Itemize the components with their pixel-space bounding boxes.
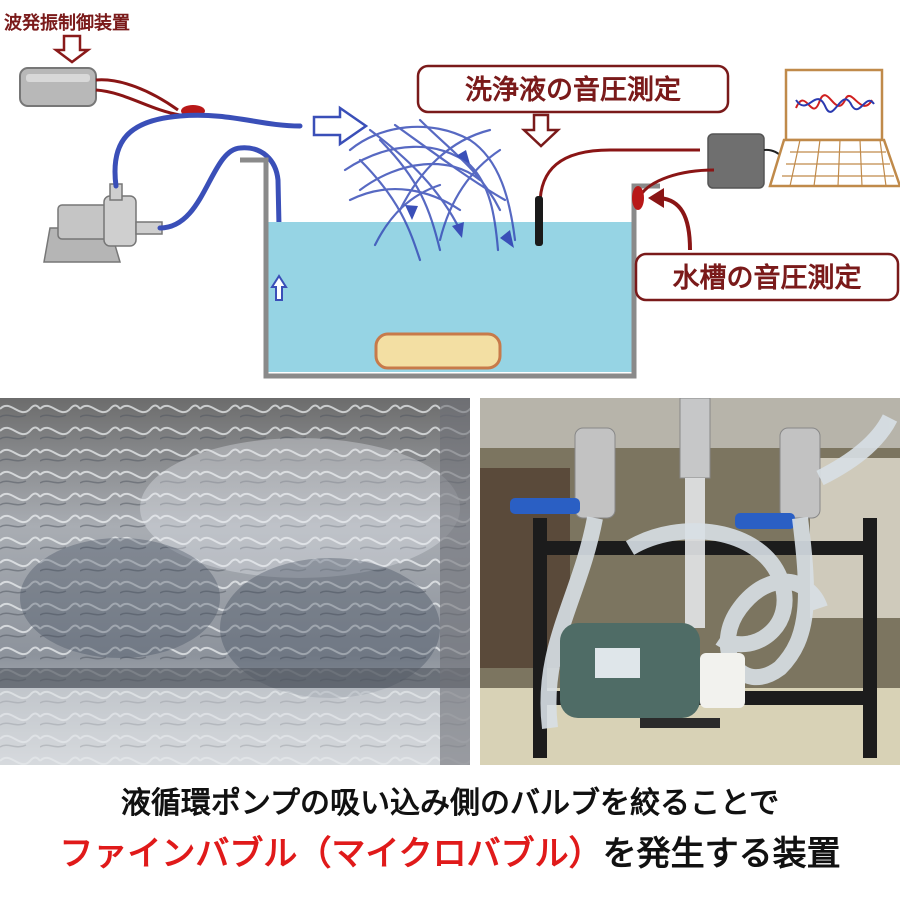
caption-highlight: ファインバブル（マイクロバブル）: [59, 834, 603, 874]
pump-assembly-photo: [480, 398, 900, 765]
system-diagram: 波発振制御装置: [4, 12, 900, 379]
tank: [240, 157, 660, 379]
svg-text:洗浄液の音圧測定: 洗浄液の音圧測定: [465, 74, 681, 106]
caption-line-2: ファインバブル（マイクロバブル）を発生する装置: [0, 826, 900, 875]
tank-sensor-cable: [632, 168, 715, 210]
tank-water-photo: [0, 398, 470, 765]
curved-arrow-icon: [648, 188, 692, 251]
down-arrow-icon: [52, 34, 92, 64]
pump-icon: [43, 183, 163, 263]
svg-text:水槽の音圧測定: 水槽の音圧測定: [673, 262, 862, 294]
flow-arrowheads: [405, 150, 514, 248]
caption-line-1: 液循環ポンプの吸い込み側のバルブを絞ることで: [120, 786, 780, 821]
cleaning-sound-pressure-label: 洗浄液の音圧測定: [416, 64, 730, 114]
laptop-icon: [768, 68, 900, 188]
controller-cable: [95, 78, 181, 117]
flow-stream: [343, 118, 517, 262]
circulation-pipe: [112, 112, 303, 275]
controller-label: 波発振制御装置: [4, 12, 130, 34]
right-arrow-icon: [312, 105, 369, 147]
transducer-plate: [374, 332, 502, 370]
caption-rest: を発生する装置: [602, 834, 841, 874]
tank-sound-pressure-label: 水槽の音圧測定: [634, 252, 900, 302]
down-arrow-icon: [520, 113, 562, 148]
sensor-icon: [535, 148, 700, 246]
up-arrow-icon: [270, 274, 288, 301]
wave-controller-device: [19, 67, 97, 107]
